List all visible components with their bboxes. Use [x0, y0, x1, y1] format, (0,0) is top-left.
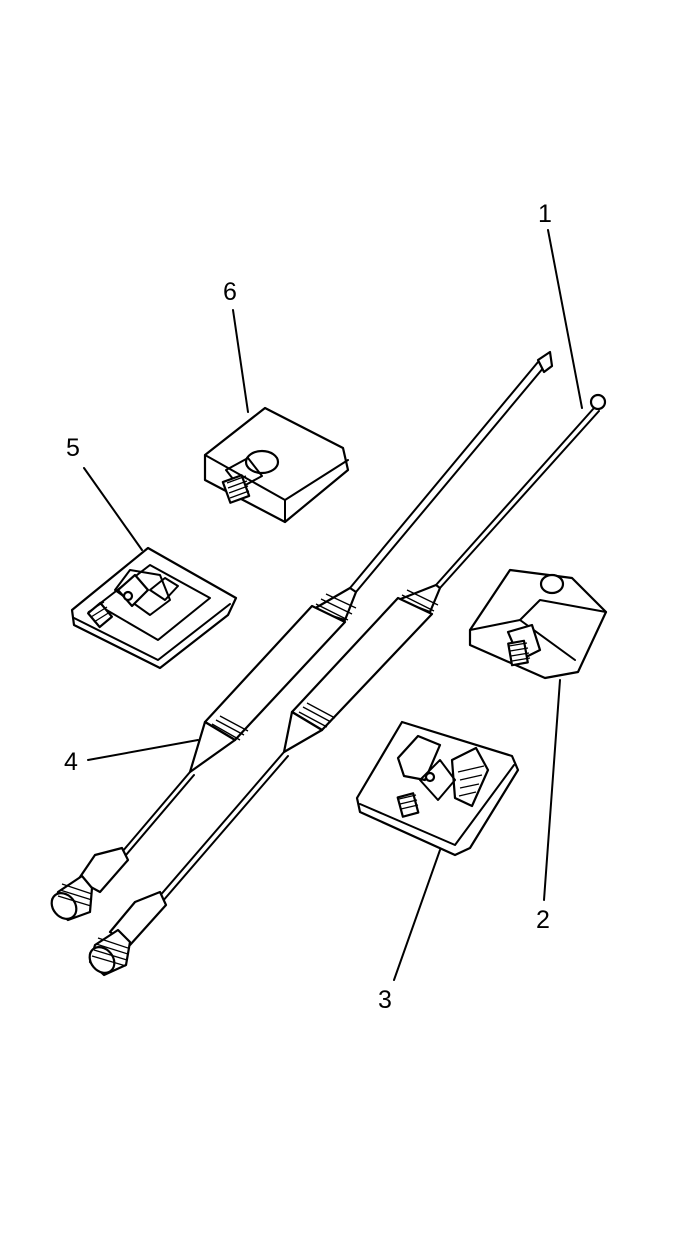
- callout-2: 2: [536, 906, 550, 934]
- leader-2: [543, 679, 561, 901]
- callout-3: 3: [378, 986, 392, 1014]
- callout-4: 4: [64, 748, 78, 776]
- leader-6: [232, 309, 249, 413]
- callout-1: 1: [538, 200, 552, 228]
- leader-3: [393, 849, 441, 981]
- callout-6: 6: [223, 278, 237, 306]
- part-1-antenna-mast: [88, 393, 607, 977]
- part-6-antenna-base: [203, 406, 350, 524]
- callout-5: 5: [66, 434, 80, 462]
- leader-4: [87, 739, 199, 761]
- leader-5: [83, 467, 143, 551]
- leader-lines: [83, 229, 583, 981]
- part-4-antenna-mast: [50, 350, 554, 922]
- part-2-antenna-base: [468, 568, 608, 680]
- leader-1: [547, 229, 583, 409]
- part-5-mounting-base: [70, 546, 238, 670]
- part-3-mounting-base: [355, 720, 520, 857]
